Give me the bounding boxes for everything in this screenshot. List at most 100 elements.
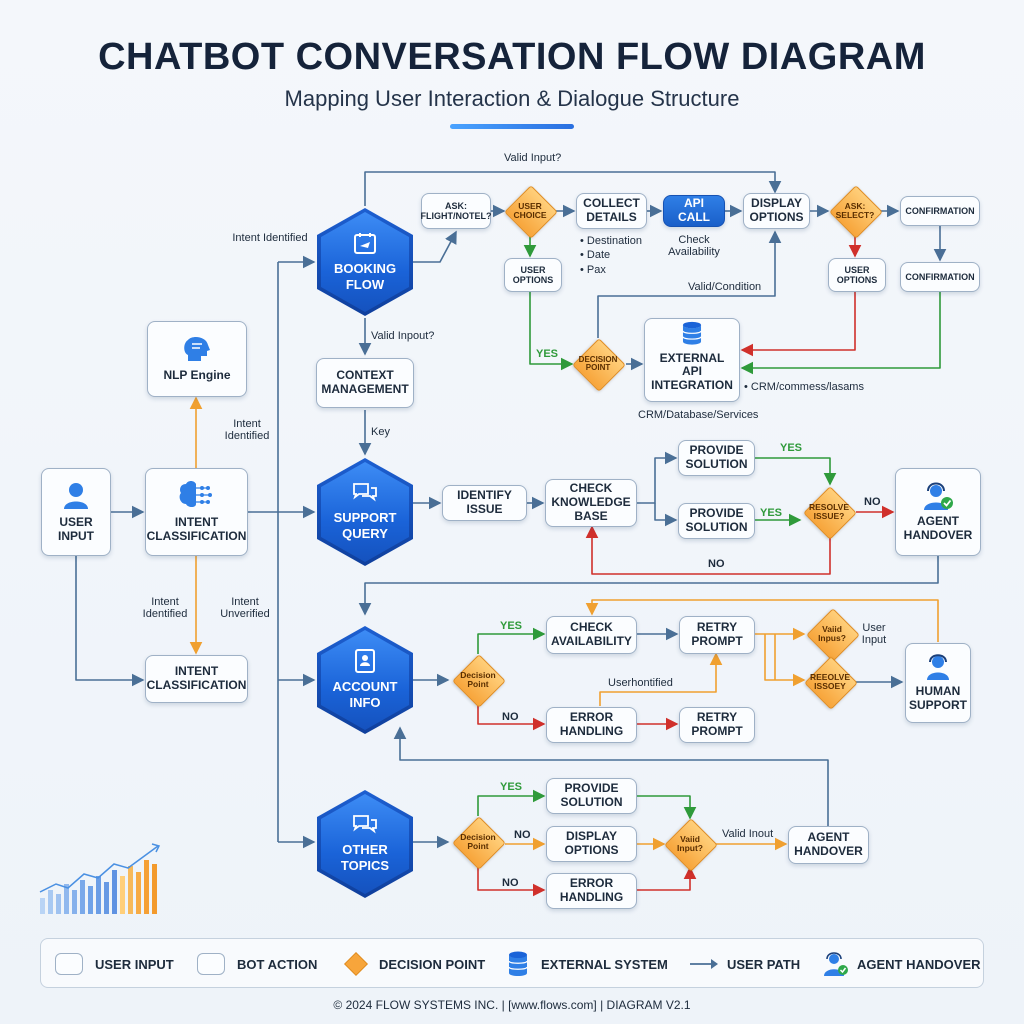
account-info-node[interactable]: ACCOUNT INFO (317, 626, 413, 734)
user-options-1-node[interactable]: USER OPTIONS (504, 258, 562, 292)
intent-classification-2-node[interactable]: INTENT CLASSIFICATION (145, 655, 248, 703)
intent-classification-label: INTENT CLASSIFICATION (146, 515, 247, 543)
legend-bot-action: BOT ACTION (197, 939, 317, 989)
nlp-engine-node[interactable]: NLP Engine (147, 321, 247, 397)
api-call-label: API CALL (678, 196, 710, 224)
title-underline (450, 124, 574, 129)
context-management-node[interactable]: CONTEXT MANAGEMENT (316, 358, 414, 408)
user-choice-label: USER CHOICE (513, 201, 547, 220)
agent-icon-legend (824, 952, 848, 976)
ask-select-label: ASK: SELECT? (835, 201, 875, 220)
human-support-node[interactable]: HUMAN SUPPORT (905, 643, 971, 723)
edge-kb-sol1 (637, 451, 678, 504)
label-valid-condition: Valid/Condition (688, 281, 762, 293)
other-error-handling-node[interactable]: ERROR HANDLING (546, 873, 637, 909)
label-account-no: NO (502, 711, 519, 723)
user-choice-decision[interactable]: USER CHOICE (504, 185, 558, 239)
error-handling-node[interactable]: ERROR HANDLING (546, 707, 637, 743)
edge-booking-top (364, 171, 782, 206)
details-bullet-2: • Date (580, 249, 611, 262)
edge-sol-valid (637, 795, 697, 820)
check-kb-label: CHECK KNOWLEDGE BASE (551, 481, 631, 523)
other-display-options-node[interactable]: DISPLAY OPTIONS (546, 826, 637, 862)
resolve-issue-decision[interactable]: RESOLVE ISSUE? (803, 486, 857, 540)
other-provide-solution-node[interactable]: PROVIDE SOLUTION (546, 778, 637, 814)
label-other-no-1: NO (514, 829, 531, 841)
agent-handover-node[interactable]: AGENT HANDOVER (895, 468, 981, 556)
error-handling-label: ERROR HANDLING (559, 710, 624, 738)
database-icon-legend (508, 951, 528, 976)
collect-details-node[interactable]: COLLECT DETAILS (576, 193, 647, 229)
legend-decision-point: DECISION POINT (341, 939, 485, 989)
check-kb-node[interactable]: CHECK KNOWLEDGE BASE (545, 479, 637, 527)
legend-bot-action-swatch (197, 953, 225, 975)
edge-user-to-intent2 (75, 556, 145, 687)
label-intent-identified-low: Intent Identified (142, 596, 188, 620)
confirmation-2-node[interactable]: CONFIRMATION (900, 262, 980, 292)
account-valid-input-label: Vaiid Inpus? (818, 624, 846, 643)
provide-solution-1-label: PROVIDE SOLUTION (685, 443, 748, 471)
details-bullet-list: • Destination • Date • Pax (580, 234, 642, 277)
edge-human-loop (585, 599, 939, 642)
user-input-node[interactable]: USER INPUT (41, 468, 111, 556)
person-headset-icon (927, 654, 949, 681)
booking-flow-node[interactable]: BOOKING FLOW (317, 208, 413, 316)
check-availability-label: CHECK AVAILABILITY (551, 620, 632, 648)
account-decision-point[interactable]: Decision Point (452, 654, 506, 708)
edge-error-up (599, 652, 723, 706)
intent-classification-2-label: INTENT CLASSIFICATION (146, 664, 247, 692)
provide-solution-1-node[interactable]: PROVIDE SOLUTION (678, 440, 755, 476)
label-account-yes: YES (500, 620, 523, 632)
label-valid-input-mid: Valid Inpout? (371, 330, 435, 342)
confirmation-1-node[interactable]: CONFIRMATION (900, 196, 980, 226)
user-options-2-node[interactable]: USER OPTIONS (828, 258, 886, 292)
api-call-node[interactable]: API CALL (663, 195, 725, 227)
intent-classification-node[interactable]: INTENT CLASSIFICATION (145, 468, 248, 556)
page-subtitle: Mapping User Interaction & Dialogue Stru… (284, 86, 740, 111)
ai-head-icon (184, 337, 210, 362)
provide-solution-2-node[interactable]: PROVIDE SOLUTION (678, 503, 755, 539)
retry-prompt-1-label: RETRY PROMPT (691, 620, 743, 648)
ask-select-decision[interactable]: ASK: SELECT? (829, 185, 883, 239)
other-error-handling-label: ERROR HANDLING (559, 876, 624, 904)
account-decision-label: Decision Point (460, 670, 496, 689)
other-valid-input-decision[interactable]: Vaiid Input? (664, 818, 718, 872)
user-icon (64, 483, 88, 510)
other-display-options-label: DISPLAY OPTIONS (564, 829, 619, 857)
external-api-node[interactable]: EXTERNAL API INTEGRATION (644, 318, 740, 402)
decorative-bar-chart-icon (39, 843, 161, 914)
edge-decision-display (597, 230, 782, 338)
footer-text: © 2024 FLOW SYSTEMS INC. | [www.flows.co… (333, 998, 691, 1012)
other-agent-handover-node[interactable]: AGENT HANDOVER (788, 826, 869, 864)
details-bullet-3: • Pax (580, 263, 606, 276)
booking-decision-point[interactable]: DECISION POINT (572, 338, 626, 392)
nlp-engine-label: NLP Engine (163, 368, 231, 383)
id-card-icon (355, 649, 375, 674)
support-query-node[interactable]: SUPPORT QUERY (317, 458, 413, 566)
label-support-no-bottom: NO (708, 558, 725, 570)
label-intent-identified-mid: Intent Identified (224, 418, 270, 442)
display-options-node[interactable]: DISPLAY OPTIONS (743, 193, 810, 229)
other-decision-point[interactable]: Decision Point (452, 816, 506, 870)
other-topics-node[interactable]: OTHER TOPICS (317, 790, 413, 898)
edge-kb-sol2 (654, 503, 678, 527)
retry-prompt-2-node[interactable]: RETRY PROMPT (679, 707, 755, 743)
check-availability-node[interactable]: CHECK AVAILABILITY (546, 616, 637, 654)
identify-issue-node[interactable]: IDENTIFY ISSUE (442, 485, 527, 521)
retry-prompt-1-node[interactable]: RETRY PROMPT (679, 616, 755, 654)
label-other-no-2: NO (502, 877, 519, 889)
booking-flow-label: BOOKING FLOW (333, 261, 397, 292)
confirmation-2-label: CONFIRMATION (905, 271, 975, 282)
edge-agent2-account (393, 726, 829, 826)
diamond-icon (343, 951, 369, 977)
ask-flight-node[interactable]: ASK: FLIGHT/NOTEL? (421, 193, 492, 229)
edge-agent-account (358, 556, 939, 616)
account-valid-input-decision[interactable]: Vaiid Inpus? (806, 608, 860, 662)
edge-trunk (248, 262, 279, 842)
edge-odec-error (477, 868, 546, 897)
label-other-yes: YES (500, 781, 523, 793)
legend-panel: USER INPUT BOT ACTION DECISION POINT EXT… (40, 938, 984, 988)
legend-user-input: USER INPUT (55, 939, 174, 989)
account-resolve-decision[interactable]: REEOLVE ISSOEY (804, 656, 858, 710)
